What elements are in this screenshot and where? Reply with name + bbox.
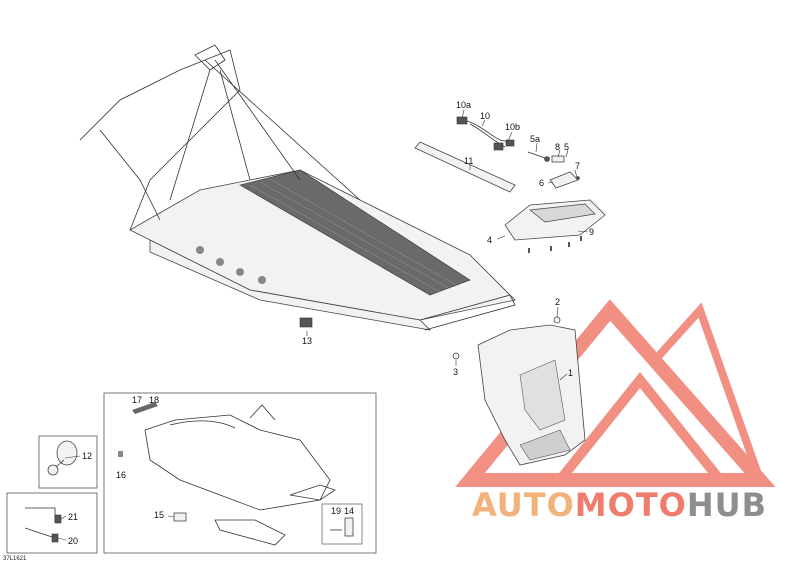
- tail-light-housing: [504, 199, 606, 253]
- callout-16: 16: [116, 470, 126, 480]
- callout-19: 19: [331, 506, 341, 516]
- small-fasteners: [527, 151, 580, 189]
- watermark-word-moto: MOTO: [574, 486, 687, 524]
- callout-10: 10: [480, 111, 490, 121]
- callout-18: 18: [149, 395, 159, 405]
- callout-8: 8: [555, 142, 560, 152]
- callout-2: 2: [555, 297, 560, 307]
- callout-5: 5: [564, 142, 569, 152]
- watermark-word-auto: AUTO: [472, 486, 575, 524]
- callout-17: 17: [132, 395, 142, 405]
- callout-5a: 5a: [530, 134, 540, 144]
- document-code: 37L1621: [3, 556, 27, 562]
- decal-strip: [414, 141, 516, 193]
- callout-20: 20: [68, 536, 78, 546]
- callout-labels: 10a 10 10b 5a 8 5 11 7 6 4 9 2 13 3 1 17…: [68, 100, 594, 546]
- watermark-word-hub: HUB: [686, 486, 768, 524]
- callout-10a: 10a: [456, 100, 471, 110]
- watermark-text: AUTOMOTOHUB: [472, 486, 767, 524]
- callout-9: 9: [589, 227, 594, 237]
- callout-13: 13: [302, 336, 312, 346]
- inset-box: [103, 392, 377, 554]
- leader-lines: [57, 109, 589, 541]
- clip-part: [299, 317, 313, 328]
- callout-4: 4: [487, 235, 492, 245]
- callout-1: 1: [568, 368, 573, 378]
- callout-21: 21: [68, 512, 78, 522]
- washer-part: [553, 316, 561, 324]
- callout-15: 15: [154, 510, 164, 520]
- callout-11: 11: [464, 156, 473, 166]
- callout-6: 6: [539, 178, 544, 188]
- mirror-box: [38, 435, 98, 489]
- callout-10b: 10b: [505, 122, 520, 132]
- callout-14: 14: [344, 506, 354, 516]
- callout-3: 3: [453, 367, 458, 377]
- callout-12: 12: [82, 451, 92, 461]
- tools-box: [6, 492, 98, 554]
- callout-7: 7: [575, 161, 580, 171]
- chassis-frame: [79, 44, 516, 331]
- washer-part-2: [452, 352, 460, 360]
- snow-flap: [477, 324, 586, 466]
